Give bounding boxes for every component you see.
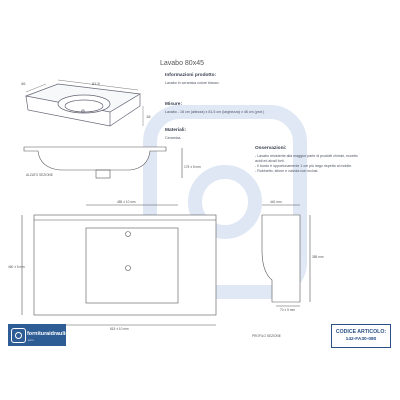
measures-heading: Misure:	[165, 102, 183, 107]
brand-logo-icon	[11, 328, 26, 343]
info-text: Lavabo in ceramica colore bianco.	[165, 81, 220, 85]
dim-depth: 46	[21, 81, 26, 86]
perspective-dims	[25, 79, 144, 126]
brand-sub: .com	[27, 338, 34, 342]
brand-name: fornituraidraulica	[27, 331, 72, 337]
article-code-box: CODICE ARTICOLO: 142-FA30-080	[331, 324, 391, 348]
notes-line: - Lavabo resistente alla maggior parte d…	[255, 154, 358, 158]
label-front-section: ALZATO SEZIONE	[26, 173, 53, 177]
plan-view	[21, 204, 217, 326]
notes-heading: Osservazioni:	[255, 146, 287, 151]
dim-height: 18	[146, 114, 151, 119]
notes-line: - Rubinetto, sifone e valvola non inclus…	[255, 169, 319, 173]
dim-left-height: 460 ± 5 mm	[8, 265, 25, 269]
dim-right-height: 385 mm	[312, 255, 324, 259]
sheet-title: Lavabo 80x45	[160, 60, 204, 67]
dim-top-width: 485 ± 10 mm	[117, 200, 136, 204]
front-section-view	[23, 146, 183, 179]
watermark-logo	[143, 105, 307, 299]
dim-small-h: 175 ± 5 mm	[184, 165, 201, 169]
label-side-section: PROFILO SEZIONE	[252, 334, 281, 338]
article-code-value: 142-FA30-080	[345, 337, 377, 342]
notes-line: - Il bordo è opportunamente 1 cm più lar…	[255, 164, 353, 168]
notes-line: acidi ed alcali forti.	[255, 159, 285, 163]
dim-bottom-right: 70 ± 5 mm	[280, 308, 296, 312]
dim-total-width: 815 ± 10 mm	[110, 327, 129, 331]
side-section-view	[261, 204, 311, 307]
dim-width: 81,5	[92, 81, 100, 86]
article-code-label: CODICE ARTICOLO:	[335, 329, 387, 335]
basin-perspective	[24, 83, 142, 127]
info-heading: Informazioni prodotto:	[165, 73, 217, 78]
materials-heading: Materiali:	[165, 128, 187, 133]
measures-text: Lavabo - 18 cm (altezza) x 81,5 cm (larg…	[165, 110, 265, 114]
materials-text: Ceramica.	[165, 136, 182, 140]
brand-box: fornituraidraulica .com	[8, 324, 71, 346]
dim-side-depth: 440 mm	[270, 200, 282, 204]
